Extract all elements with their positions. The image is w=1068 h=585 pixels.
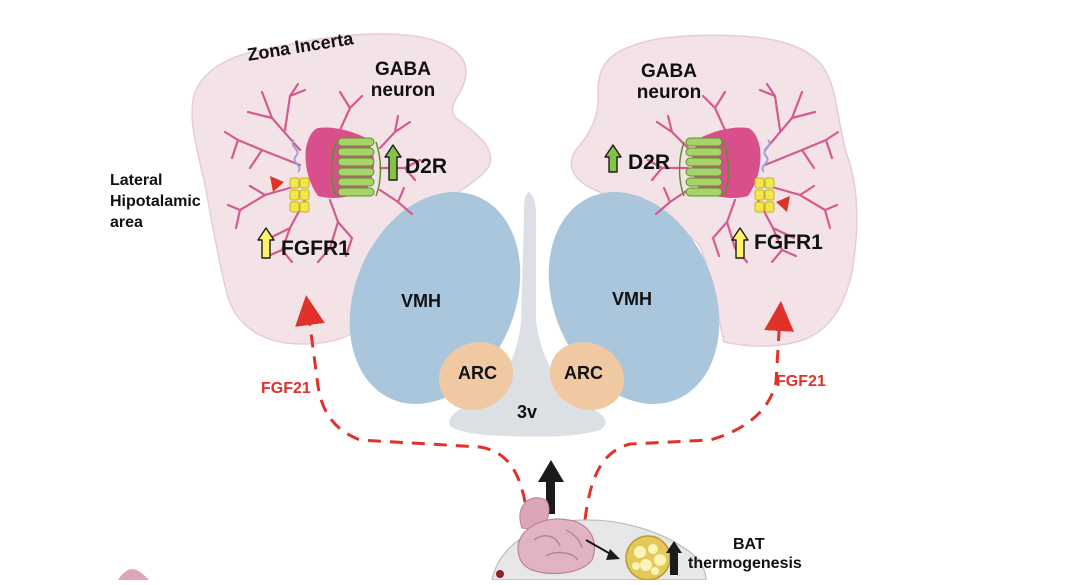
- label-third-ventricle: 3v: [517, 402, 538, 422]
- red-pointer-left-icon: [270, 176, 284, 192]
- fgfr1-receptor-left-icon: [289, 139, 310, 213]
- label-d2r-left: D2R: [405, 155, 448, 178]
- label-fgfr1-right: FGFR1: [754, 231, 823, 254]
- up-arrow-d2r-right-icon: [604, 144, 622, 173]
- label-fgf21-left: FGF21: [261, 380, 311, 397]
- fgf21-arrow-left: [295, 295, 530, 525]
- label-fgfr1-left: FGFR1: [281, 237, 350, 260]
- fgf21-arrow-right: [583, 301, 795, 521]
- mouse-tail-icon: [118, 569, 150, 580]
- label-arc-right: ARC: [564, 363, 603, 383]
- label-arc-left: ARC: [458, 363, 497, 383]
- brain-folds: [533, 529, 583, 561]
- arc-right-shape: [549, 342, 625, 410]
- up-arrow-bat-icon: [666, 541, 682, 575]
- brain-to-bat-arrowhead: [606, 549, 620, 560]
- label-gaba-neuron-right: GABA neuron: [636, 61, 702, 103]
- arc-left-shape: [438, 342, 514, 410]
- d2r-receptor-left-icon: [330, 137, 382, 197]
- red-pointer-right-icon: [776, 196, 790, 212]
- label-vmh-right: VMH: [612, 289, 652, 309]
- brain-output-arrow-stem: [546, 480, 555, 514]
- third-ventricle-shape: [449, 192, 606, 437]
- fat-cell-icon: [625, 535, 671, 581]
- brain-icon: [517, 518, 596, 575]
- label-lateral-hypothalamic-area: Lateral Hipotalamic area: [110, 172, 201, 231]
- label-fgf21-right: FGF21: [776, 373, 826, 390]
- d2r-receptor-right-icon: [678, 137, 730, 197]
- up-arrow-fgfr1-left-icon: [257, 227, 275, 259]
- mouse-eye-icon: [496, 570, 504, 578]
- label-gaba-neuron-left: GABA neuron: [370, 59, 436, 101]
- fgfr1-receptor-right-icon: [754, 139, 775, 213]
- label-bat-thermogenesis: BAT thermogenesis: [688, 536, 802, 573]
- up-arrow-fgfr1-right-icon: [731, 227, 749, 259]
- label-d2r-right: D2R: [628, 151, 671, 174]
- label-vmh-left: VMH: [401, 291, 441, 311]
- up-arrow-d2r-left-icon: [384, 144, 402, 181]
- brain-output-arrow-head: [538, 460, 564, 482]
